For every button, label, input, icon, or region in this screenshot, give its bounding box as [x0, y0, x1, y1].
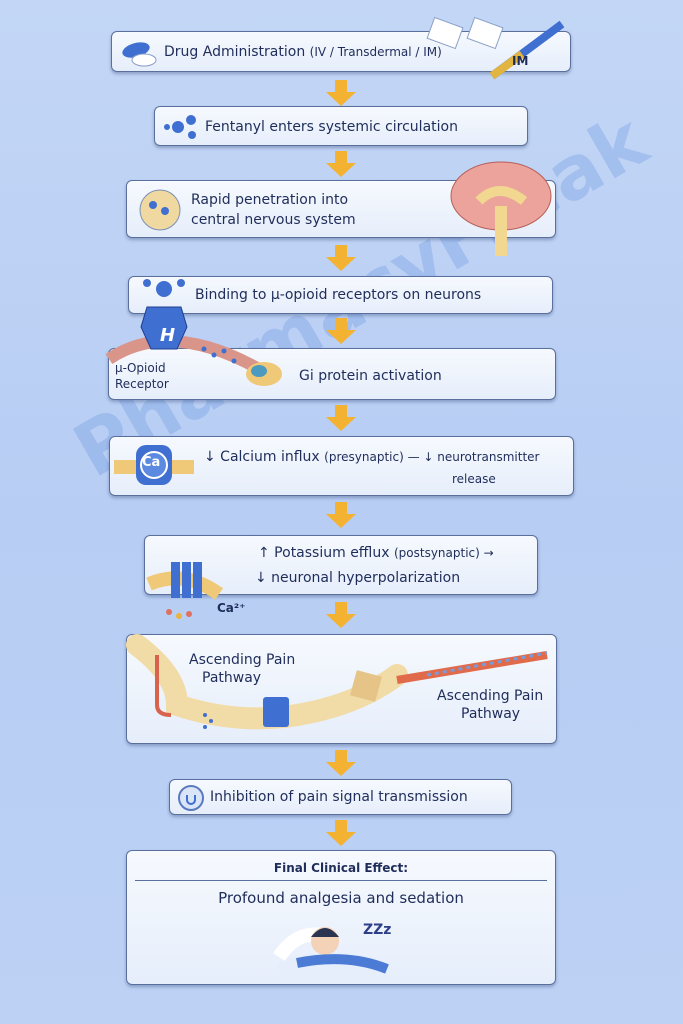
final-clinical-effect: Final Clinical Effect: Profound analgesi…	[126, 850, 556, 985]
arrow-down-icon	[326, 602, 356, 628]
step-pain-inhibition: Inhibition of pain signal transmission	[169, 779, 512, 815]
divider	[135, 880, 547, 881]
step-title: ↓ Calcium influx	[204, 449, 320, 465]
step-subtitle: (presynaptic) — ↓ neurotransmitter	[324, 450, 540, 464]
step-title: Gi protein activation	[299, 368, 442, 384]
step-title: Binding to μ-opioid receptors on neurons	[195, 287, 482, 303]
step-title: Drug Administration	[164, 44, 306, 60]
ion-label: Ca	[142, 455, 161, 470]
brain-icon	[450, 161, 552, 256]
right-pathway-label-1: Ascending Pain	[437, 688, 544, 704]
arrow-down-icon	[326, 151, 356, 177]
im-badge: IM	[512, 54, 529, 68]
arrow-down-icon	[326, 405, 356, 431]
step-line-2: central nervous system	[191, 212, 356, 228]
syringe-icon	[426, 16, 565, 80]
potassium-channel-icon	[146, 562, 224, 619]
step-receptor-binding: Binding to μ-opioid receptors on neurons	[128, 276, 553, 314]
step-drug-administration: Drug Administration (IV / Transdermal / …	[111, 16, 571, 80]
mu-opioid-receptor-icon	[140, 279, 188, 350]
right-pathway-label-2: Pathway	[461, 706, 521, 722]
step-line-2: release	[452, 472, 496, 486]
step-subtitle: (postsynaptic) →	[393, 546, 494, 560]
receptor-label-line-2: Receptor	[115, 377, 169, 391]
arrow-down-icon	[326, 750, 356, 776]
step-title: ↑ Potassium efflux	[258, 545, 390, 561]
arrow-down-icon	[326, 245, 356, 271]
step-pain-pathway: Ascending Pain Pathway Ascending Pain Pa…	[126, 634, 557, 744]
receptor-label-line-1: μ-Opioid	[115, 361, 166, 375]
step-line-1: Rapid penetration into	[191, 192, 349, 208]
neuron-pathway-illustration	[126, 634, 548, 730]
molecule-icon	[164, 115, 196, 139]
cns-molecule-icon	[139, 189, 181, 231]
step-potassium-efflux: Ca²⁺ ↑ Potassium efflux (postsynaptic) →…	[144, 535, 538, 619]
left-pathway-label-1: Ascending Pain	[189, 652, 296, 668]
step-calcium-influx: Ca ↓ Calcium influx (presynaptic) — ↓ ne…	[109, 436, 574, 496]
arrow-down-icon	[326, 80, 356, 106]
pill-icon	[122, 42, 157, 67]
inhibition-icon	[178, 785, 204, 811]
step-gi-protein: H μ-Opioid Receptor Gi protein activatio…	[105, 279, 556, 400]
step-line-2: ↓ neuronal hyperpolarization	[255, 570, 461, 586]
step-systemic-circulation: Fentanyl enters systemic circulation	[154, 106, 528, 146]
final-effect-text: Profound analgesia and sedation	[218, 889, 464, 907]
receptor-letter: H	[160, 325, 176, 346]
step-title: Inhibition of pain signal transmission	[210, 789, 468, 805]
arrow-down-icon	[326, 318, 356, 344]
step-subtitle: (IV / Transdermal / IM)	[309, 45, 442, 59]
ion-label: Ca²⁺	[217, 601, 246, 615]
calcium-channel-icon	[114, 445, 194, 485]
sleeping-person-icon	[273, 927, 389, 981]
final-effect-title: Final Clinical Effect:	[273, 861, 409, 875]
left-pathway-label-2: Pathway	[202, 670, 262, 686]
step-cns-penetration: Rapid penetration into central nervous s…	[126, 161, 556, 256]
sleep-zzz: ZZz	[363, 922, 392, 938]
arrow-down-icon	[326, 820, 356, 846]
step-title: Fentanyl enters systemic circulation	[205, 119, 458, 135]
arrow-down-icon	[326, 502, 356, 528]
